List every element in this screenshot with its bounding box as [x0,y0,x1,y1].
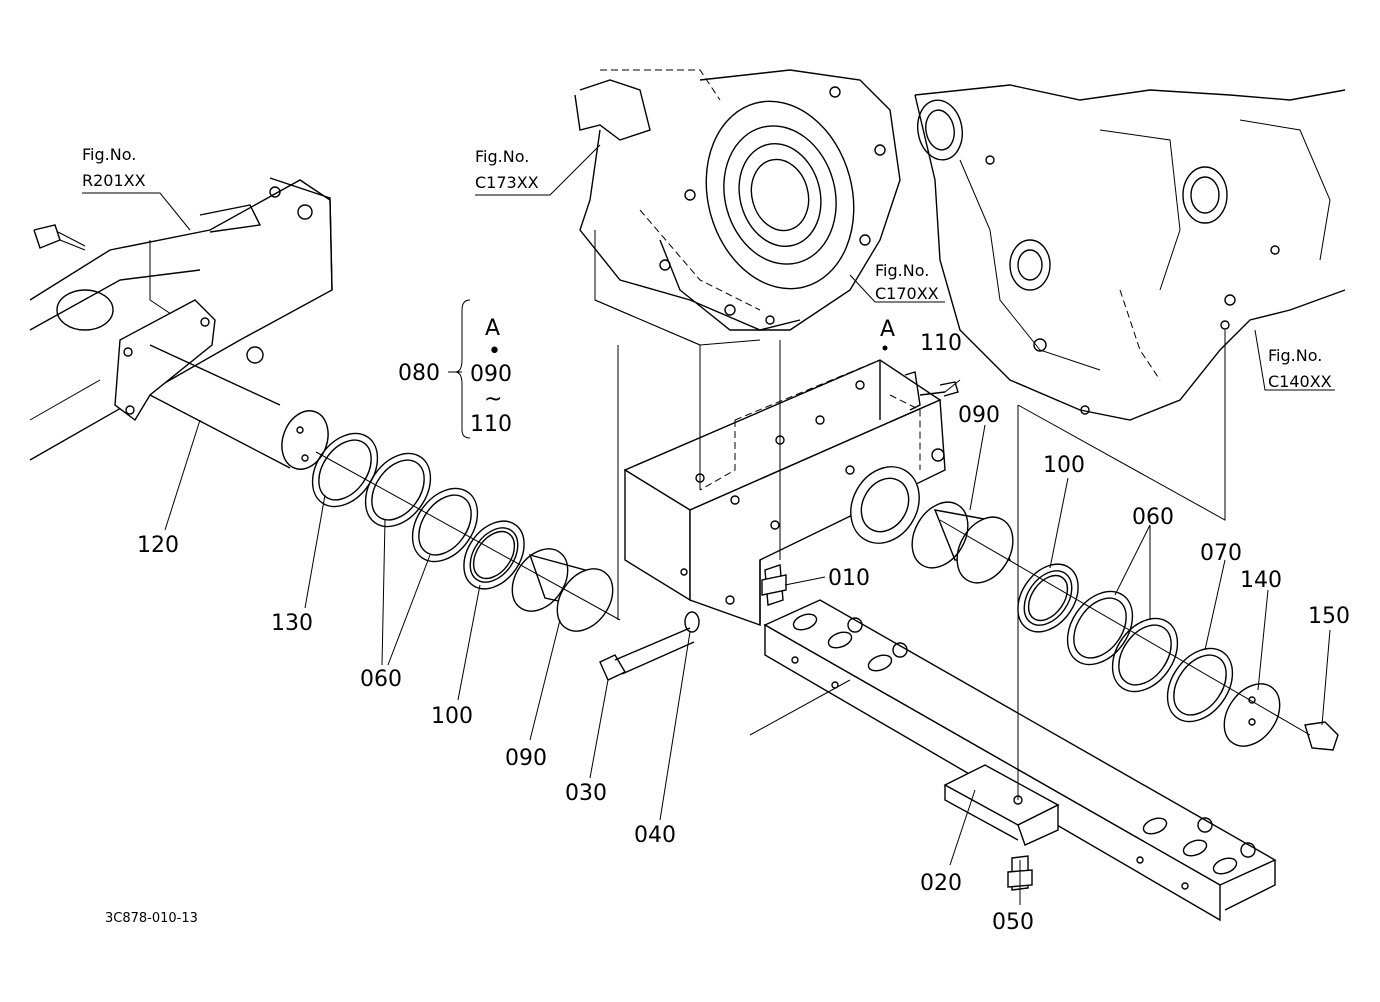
label-010: 010 [828,566,870,591]
fig-ref-r201-line2: R201XX [82,171,146,190]
figure-references: Fig.No. R201XX Fig.No. C173XX Fig.No. C1… [82,145,1332,391]
fig-ref-c140-line1: Fig.No. [1268,346,1322,365]
center-housing [574,69,901,346]
group-bracket-110: 110 [470,412,512,437]
label-120: 120 [137,533,179,558]
right-stack [911,501,1339,751]
fig-ref-c170-line2: C170XX [875,284,939,303]
label-020: 020 [920,871,962,896]
fig-ref-c170-line1: Fig.No. [875,261,929,280]
fig-ref-r201-line1: Fig.No. [82,145,136,164]
group-bracket-top: A [485,316,500,341]
channel-beam [749,599,1277,922]
label-100-right: 100 [1043,453,1085,478]
label-060-left: 060 [360,667,402,692]
group-bracket-090: 090 [470,362,512,387]
marker-a-dot [882,345,888,351]
group-bracket-dot: • [488,339,501,364]
label-060-right: 060 [1132,505,1174,530]
label-150: 150 [1308,604,1350,629]
label-080: 080 [398,361,440,386]
group-bracket-tilde: ~ [484,387,502,412]
label-100-left: 100 [431,704,473,729]
part-labels: 120 130 060 100 090 030 040 010 020 050 … [137,331,1350,935]
fig-ref-c173-line2: C173XX [475,173,539,192]
fig-ref-c140-line2: C140XX [1268,372,1332,391]
shaft-120 [114,299,329,470]
label-050: 050 [992,910,1034,935]
leader-lines [82,144,1335,905]
center-bracket [623,345,959,626]
label-090-right: 090 [958,403,1000,428]
label-030: 030 [565,781,607,806]
fig-ref-c173-line1: Fig.No. [475,147,529,166]
label-040: 040 [634,823,676,848]
label-070: 070 [1200,541,1242,566]
marker-a: A [880,317,895,342]
label-090-left: 090 [505,746,547,771]
group-bracket: A • 090 ~ 110 [470,316,512,437]
label-130: 130 [271,611,313,636]
document-code: 3C878-010-13 [105,911,198,926]
label-140: 140 [1240,568,1282,593]
label-110: 110 [920,331,962,356]
right-case [914,84,1346,421]
left-stack [311,432,621,632]
